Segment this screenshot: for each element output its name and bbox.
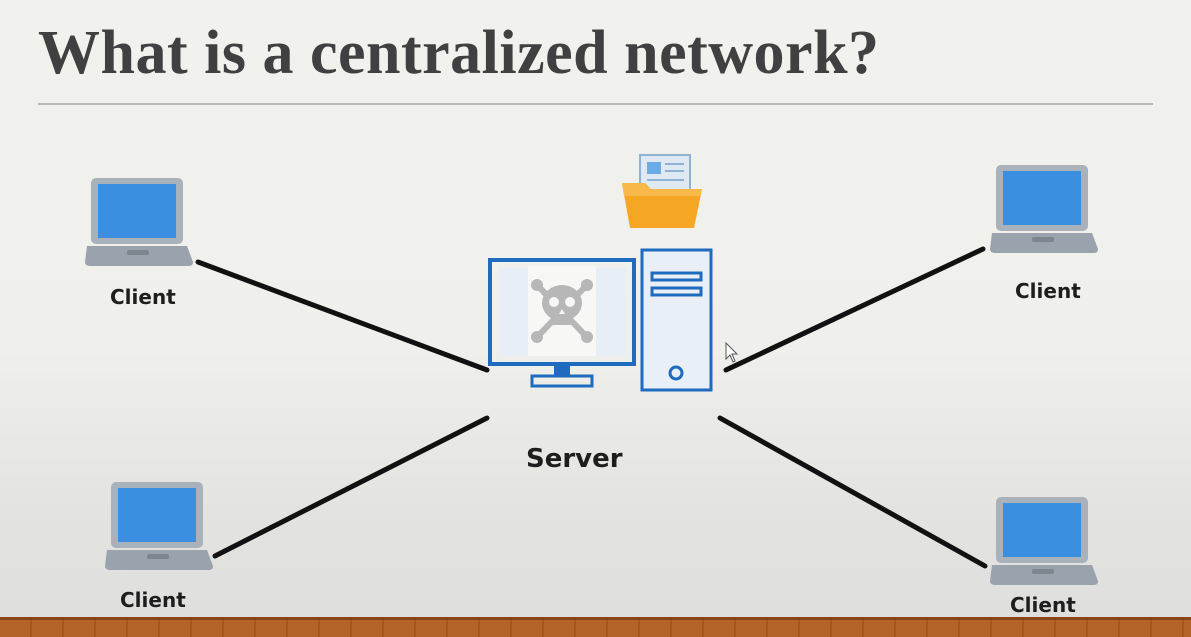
- skull-icon: [531, 279, 593, 343]
- title-divider: [38, 103, 1153, 105]
- link-top-right: [723, 246, 986, 373]
- folder-icon: [622, 154, 702, 228]
- slide-title: What is a centralized network?: [38, 19, 880, 87]
- client-label-top-right: Client: [1015, 279, 1081, 303]
- client-label-bottom-right: Client: [1010, 593, 1076, 617]
- cursor-icon: [725, 341, 739, 363]
- client-label-top-left: Client: [110, 285, 176, 309]
- server-label: Server: [526, 444, 623, 474]
- link-top-left: [195, 259, 490, 373]
- laptop-icon: [105, 482, 213, 570]
- laptop-icon: [990, 497, 1098, 585]
- laptop-icon: [85, 178, 193, 266]
- link-bottom-left: [212, 415, 490, 559]
- footer-bar: [0, 617, 1191, 637]
- link-bottom-right: [717, 415, 988, 569]
- client-label-bottom-left: Client: [120, 588, 186, 612]
- tower-icon: [640, 248, 713, 392]
- laptop-icon: [990, 165, 1098, 253]
